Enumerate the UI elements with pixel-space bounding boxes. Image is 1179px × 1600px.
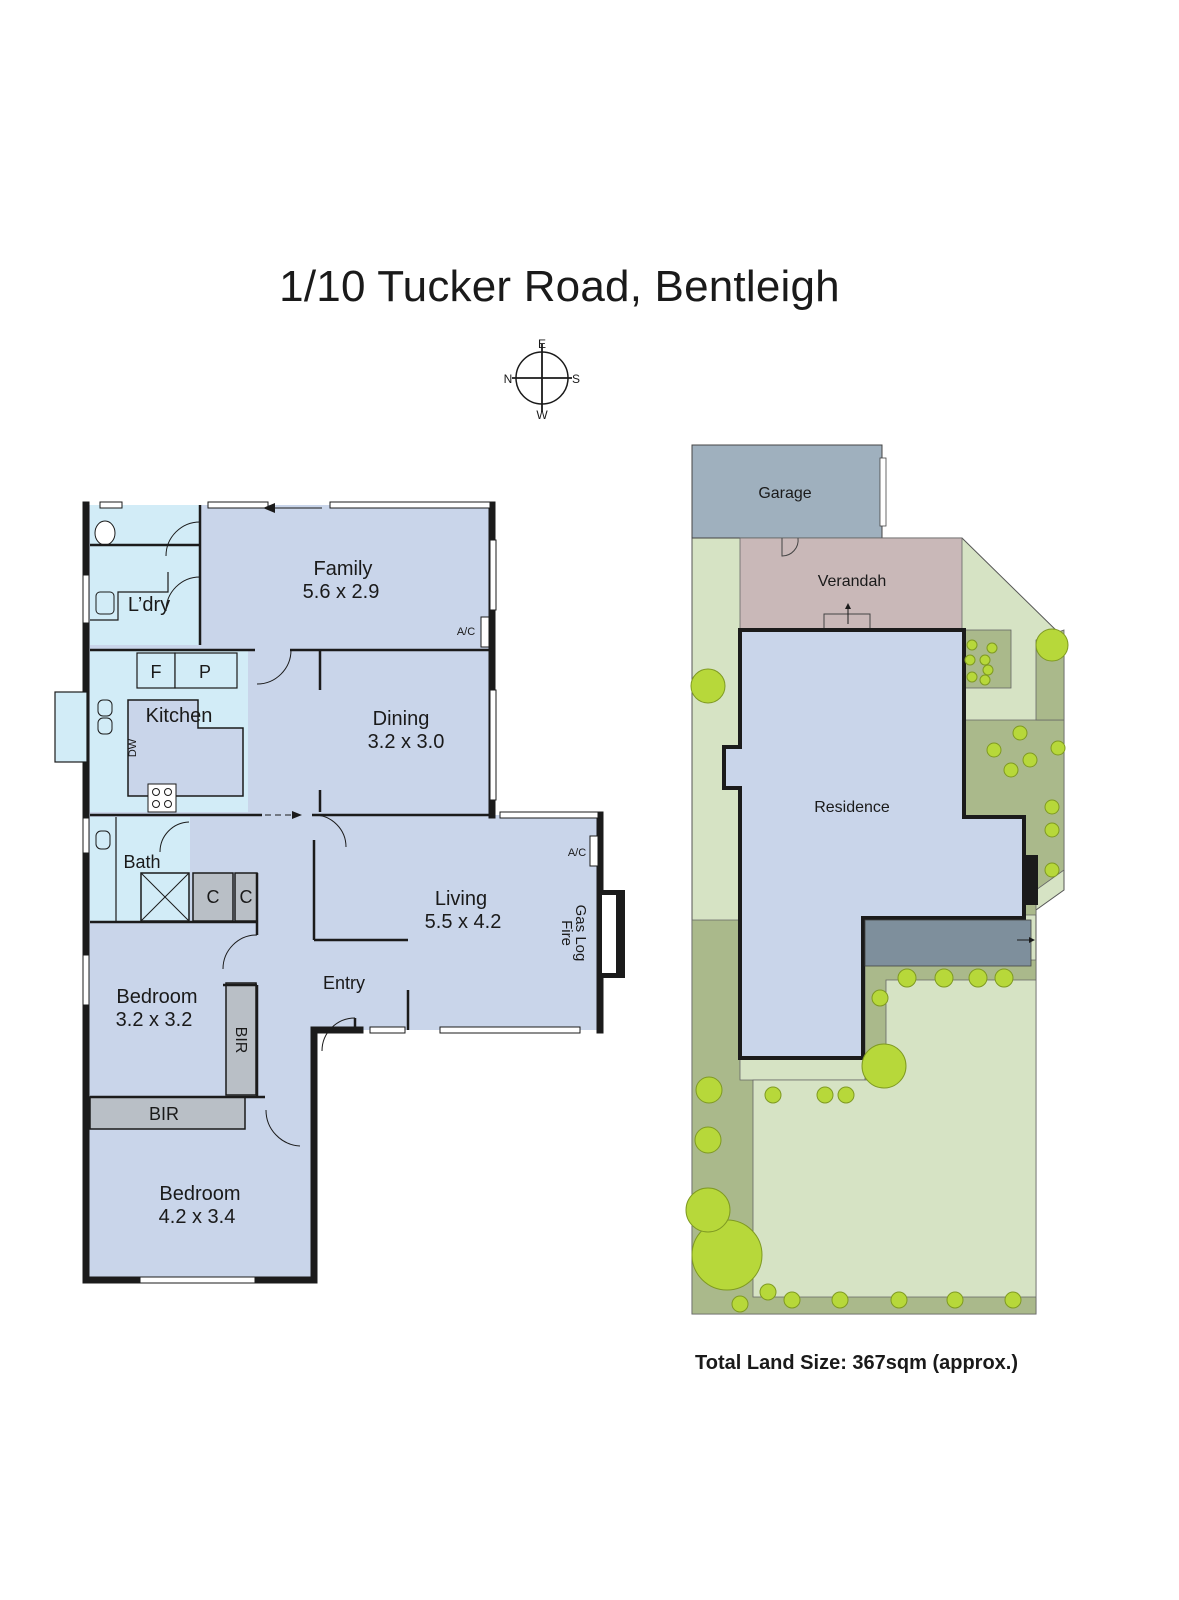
laundry-tub	[95, 591, 115, 615]
property-address: 1/10 Tucker Road, Bentleigh	[279, 262, 840, 311]
cupboard-1-label: C	[207, 887, 220, 907]
compass-east-label: E	[538, 337, 546, 351]
room-entry-name: Entry	[323, 973, 365, 993]
gas-log-label-2: Fire	[558, 920, 575, 946]
dishwasher-label: DW	[127, 738, 139, 757]
compass-north-label: N	[504, 372, 512, 386]
ac-unit-living	[589, 835, 599, 867]
bir-horizontal	[89, 1096, 246, 1130]
room-living-name: Living	[435, 888, 487, 910]
room-bedroom1-name: Bedroom	[116, 986, 197, 1008]
kitchen-island	[127, 699, 244, 797]
room-family-dims: 5.6 x 2.9	[303, 581, 380, 603]
page-title: 1/10 Tucker Road, Bentleigh	[0, 262, 1179, 312]
ac-family-label: A/C	[457, 626, 475, 638]
garage-label: Garage	[758, 485, 811, 502]
cupboard-2-label: C	[240, 887, 253, 907]
toilet-fixture	[94, 520, 116, 546]
total-land-size: Total Land Size: 367sqm (approx.)	[695, 1352, 1019, 1374]
room-bedroom2-name: Bedroom	[159, 1183, 240, 1205]
room-dining-dims: 3.2 x 3.0	[368, 731, 445, 753]
compass-west-label: W	[536, 408, 548, 420]
paving	[864, 919, 1032, 967]
ac-unit-family	[480, 616, 490, 648]
site-plan: Garage Verandah Residence	[685, 444, 1069, 1315]
compass-south-label: S	[572, 372, 580, 386]
fridge-label: F	[151, 662, 162, 682]
pantry-label: P	[199, 662, 211, 682]
bath-basin	[95, 830, 111, 850]
kitchen-sink	[97, 699, 113, 717]
room-living-dims: 5.5 x 4.2	[425, 911, 502, 933]
kitchen-bay-window	[54, 691, 88, 763]
verandah-label: Verandah	[818, 573, 887, 590]
room-bedroom2-dims: 4.2 x 3.4	[159, 1206, 236, 1228]
cooktop	[147, 783, 177, 813]
room-bath-name: Bath	[123, 852, 160, 872]
bir-vertical	[225, 982, 257, 1096]
gas-log-label-1: Gas Log	[572, 905, 589, 962]
room-laundry-name: L’dry	[128, 594, 170, 616]
fridge	[136, 652, 176, 689]
ac-living-label: A/C	[568, 847, 586, 859]
room-family-name: Family	[314, 558, 373, 580]
room-kitchen-name: Kitchen	[146, 705, 213, 727]
trees	[685, 628, 1069, 1313]
pantry	[174, 652, 238, 689]
floor-plan: Family 5.6 x 2.9 L’dry Kitchen Dining 3.…	[54, 501, 625, 1284]
residence-label: Residence	[814, 799, 890, 816]
room-dining-name: Dining	[373, 708, 430, 730]
bir-vertical-label: BIR	[232, 1027, 249, 1054]
room-bedroom1-dims: 3.2 x 3.2	[116, 1009, 193, 1031]
bir-horizontal-label: BIR	[149, 1104, 179, 1124]
side-structure	[1024, 855, 1038, 905]
verandah	[739, 537, 963, 631]
sliding-door-arrow	[263, 503, 275, 513]
compass-rose: E N S W	[504, 337, 580, 420]
